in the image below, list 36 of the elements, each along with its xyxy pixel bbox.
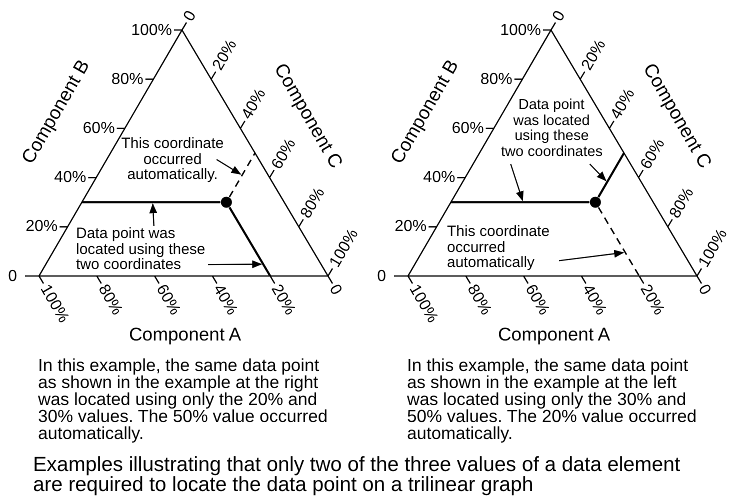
leader-arrow	[149, 203, 158, 226]
tick-label: 0	[180, 8, 200, 24]
dashed-coordinate-line	[228, 152, 256, 198]
tick-label: 0	[326, 282, 345, 298]
leader-arrow	[589, 164, 606, 182]
tick-label: 100%	[500, 22, 541, 38]
dashed-coordinate-line	[598, 206, 640, 276]
coordinate-line	[228, 206, 272, 277]
callout-text: This coordinate occurred automatically.	[120, 136, 225, 182]
coordinate-line	[82, 201, 220, 204]
callout-text: This coordinate occurred automatically	[447, 224, 559, 270]
coordinate-line	[450, 201, 590, 204]
tick-label: 20%	[394, 218, 427, 236]
tick-label: 100%	[131, 22, 172, 38]
axis-title: Component A	[498, 326, 610, 342]
leader-arrow	[208, 260, 262, 268]
axis-title: Component A	[128, 326, 242, 342]
leader-arrow	[510, 164, 524, 202]
leader-arrow	[558, 250, 624, 262]
tick-label: 0	[8, 268, 17, 284]
callout-text: Data point was located using these two coordinates	[76, 226, 208, 272]
tick-label: 0	[550, 8, 569, 24]
leader-arrow	[216, 158, 242, 175]
tick-label: 60%	[82, 120, 115, 137]
description-text: In this example, the same data point as shown in the example at the right was located using only the 20% and 30% values. The 50% value occurred automatically.	[38, 357, 329, 442]
tick-label: 40%	[423, 169, 456, 186]
tick-label: 0	[694, 282, 714, 298]
description-text: In this example, the same data point as shown in the example at the left was located using only the 30% and 50% values. The 20% value occurred automatically.	[407, 357, 698, 442]
tick-label: 80%	[111, 70, 144, 88]
tick-label: 40%	[54, 169, 86, 186]
figure-caption: Examples illustrating that only two of the three values of a data element are required to locate the data point on a trilinear graph	[33, 455, 682, 494]
tick-label: 80%	[480, 70, 512, 88]
tick-label: 0	[377, 268, 386, 284]
callout-text: Data point was located using these two coordinates	[493, 98, 611, 164]
tick-label: 20%	[26, 218, 58, 236]
tick-label: 60%	[452, 120, 484, 137]
